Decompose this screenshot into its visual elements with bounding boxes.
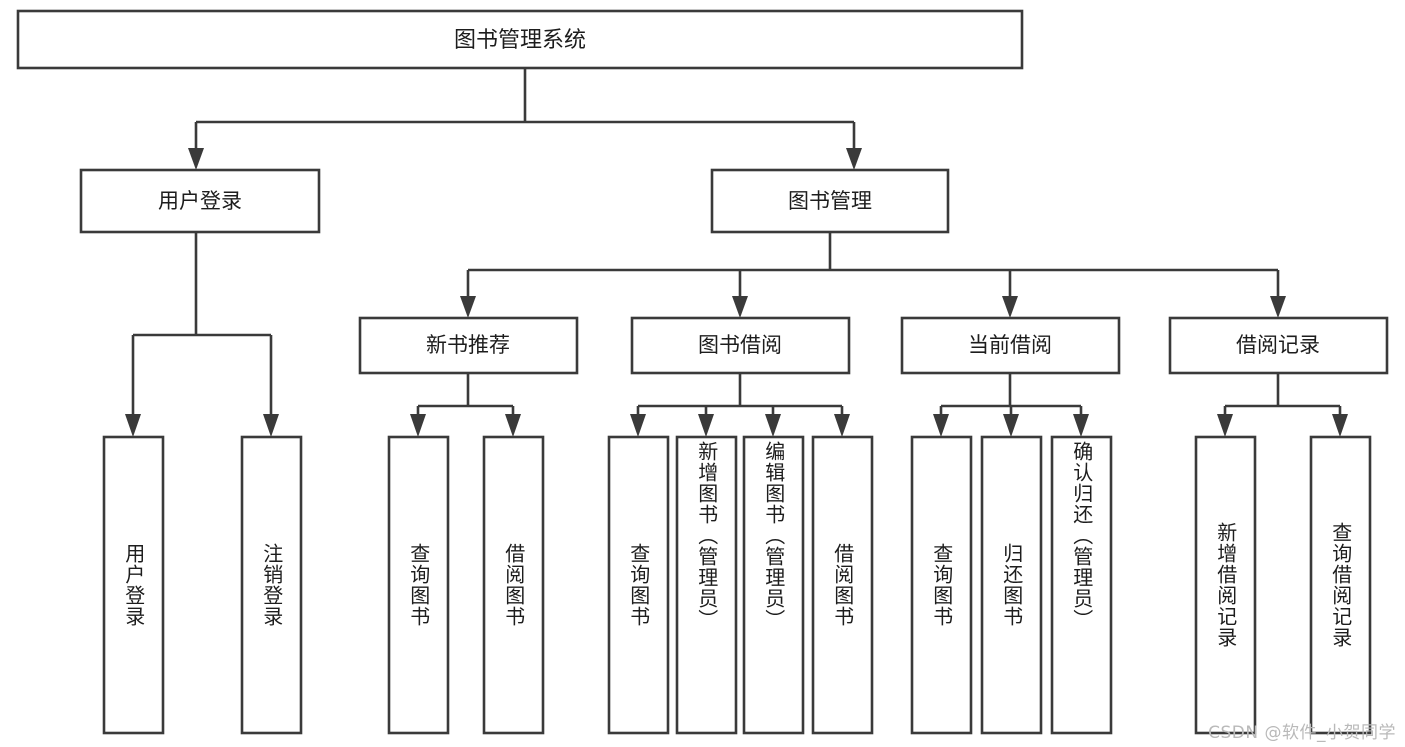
node-new-book-recommend[interactable]: 新书推荐 xyxy=(358,316,579,375)
connector-group-user-login-to-leaves xyxy=(125,232,279,437)
arrowhead-current-borrow xyxy=(1002,296,1018,318)
node-user-login[interactable]: 用户登录 xyxy=(79,168,321,234)
csdn-watermark: CSDN @软件_小贺同学 xyxy=(1208,723,1396,743)
node-new-book-recommend-label: 新书推荐 xyxy=(426,333,510,357)
arrowhead-bb-leaf-3 xyxy=(765,414,781,437)
leaf-box-nb-borrow-book[interactable] xyxy=(482,435,545,735)
connector-group-borrow-record-to-leaves xyxy=(1217,373,1348,437)
leaf-group-book-borrow xyxy=(607,435,874,735)
leaf-box-bb-query-book[interactable] xyxy=(607,435,670,735)
arrowhead-book-mgmt xyxy=(846,148,862,170)
node-user-login-label: 用户登录 xyxy=(158,189,242,213)
leaf-box-bb-edit-book[interactable] xyxy=(742,435,805,735)
leaf-box-bb-borrow-book[interactable] xyxy=(811,435,874,735)
node-borrow-record-label: 借阅记录 xyxy=(1236,333,1320,357)
node-book-management-box xyxy=(710,168,950,234)
arrowhead-bb-leaf-2 xyxy=(698,414,714,437)
connector-group-root-to-level2 xyxy=(188,68,862,170)
leaf-group-user-login xyxy=(102,435,303,735)
node-root-box xyxy=(16,9,1024,70)
leaf-box-br-query-record[interactable] xyxy=(1309,435,1372,735)
arrowhead-br-leaf-1 xyxy=(1217,414,1233,437)
leaf-box-cb-return-book[interactable] xyxy=(980,435,1043,735)
node-current-borrow[interactable]: 当前借阅 xyxy=(900,316,1121,375)
arrowhead-cb-leaf-1 xyxy=(933,414,949,437)
arrowhead-nb-leaf-1 xyxy=(410,414,426,437)
leaf-box-user-login[interactable] xyxy=(102,435,165,735)
node-book-management[interactable]: 图书管理 xyxy=(710,168,950,234)
leaf-group-current-borrow xyxy=(910,435,1113,735)
arrowhead-nb-leaf-2 xyxy=(505,414,521,437)
arrowhead-user-login xyxy=(188,148,204,170)
node-book-borrow[interactable]: 图书借阅 xyxy=(630,316,851,375)
leaf-box-cb-confirm-return[interactable] xyxy=(1050,435,1113,735)
node-current-borrow-label: 当前借阅 xyxy=(968,333,1052,357)
arrowhead-book-borrow xyxy=(732,296,748,318)
node-new-book-recommend-box xyxy=(358,316,579,375)
connector-group-new-book-to-leaves xyxy=(410,373,521,437)
arrowhead-bb-leaf-1 xyxy=(630,414,646,437)
leaf-group-new-book-recommend xyxy=(387,435,545,735)
node-book-management-label: 图书管理 xyxy=(788,189,872,213)
node-borrow-record-box xyxy=(1168,316,1389,375)
arrowhead-new-book xyxy=(460,296,476,318)
node-current-borrow-box xyxy=(900,316,1121,375)
connector-group-book-borrow-to-leaves xyxy=(630,373,850,437)
leaf-box-bb-add-book[interactable] xyxy=(675,435,738,735)
node-user-login-box xyxy=(79,168,321,234)
arrowhead-br-leaf-2 xyxy=(1332,414,1348,437)
node-book-borrow-box xyxy=(630,316,851,375)
node-root-system[interactable]: 图书管理系统 xyxy=(16,9,1024,70)
node-root-label: 图书管理系统 xyxy=(454,28,586,53)
arrowhead-leaf-logout xyxy=(263,414,279,437)
node-borrow-record[interactable]: 借阅记录 xyxy=(1168,316,1389,375)
leaf-box-logout[interactable] xyxy=(240,435,303,735)
leaf-box-cb-query-book[interactable] xyxy=(910,435,973,735)
arrowhead-borrow-record xyxy=(1270,296,1286,318)
arrowhead-cb-leaf-2 xyxy=(1003,414,1019,437)
arrowhead-cb-leaf-3 xyxy=(1073,414,1089,437)
arrowhead-leaf-user-login xyxy=(125,414,141,437)
arrowhead-bb-leaf-4 xyxy=(834,414,850,437)
node-book-borrow-label: 图书借阅 xyxy=(698,333,782,357)
leaf-box-br-add-record[interactable] xyxy=(1194,435,1257,735)
connector-group-current-borrow-to-leaves xyxy=(933,373,1089,437)
leaf-box-nb-query-book[interactable] xyxy=(387,435,450,735)
leaf-group-borrow-record xyxy=(1194,435,1372,735)
connector-group-book-mgmt-to-level3 xyxy=(460,232,1286,318)
